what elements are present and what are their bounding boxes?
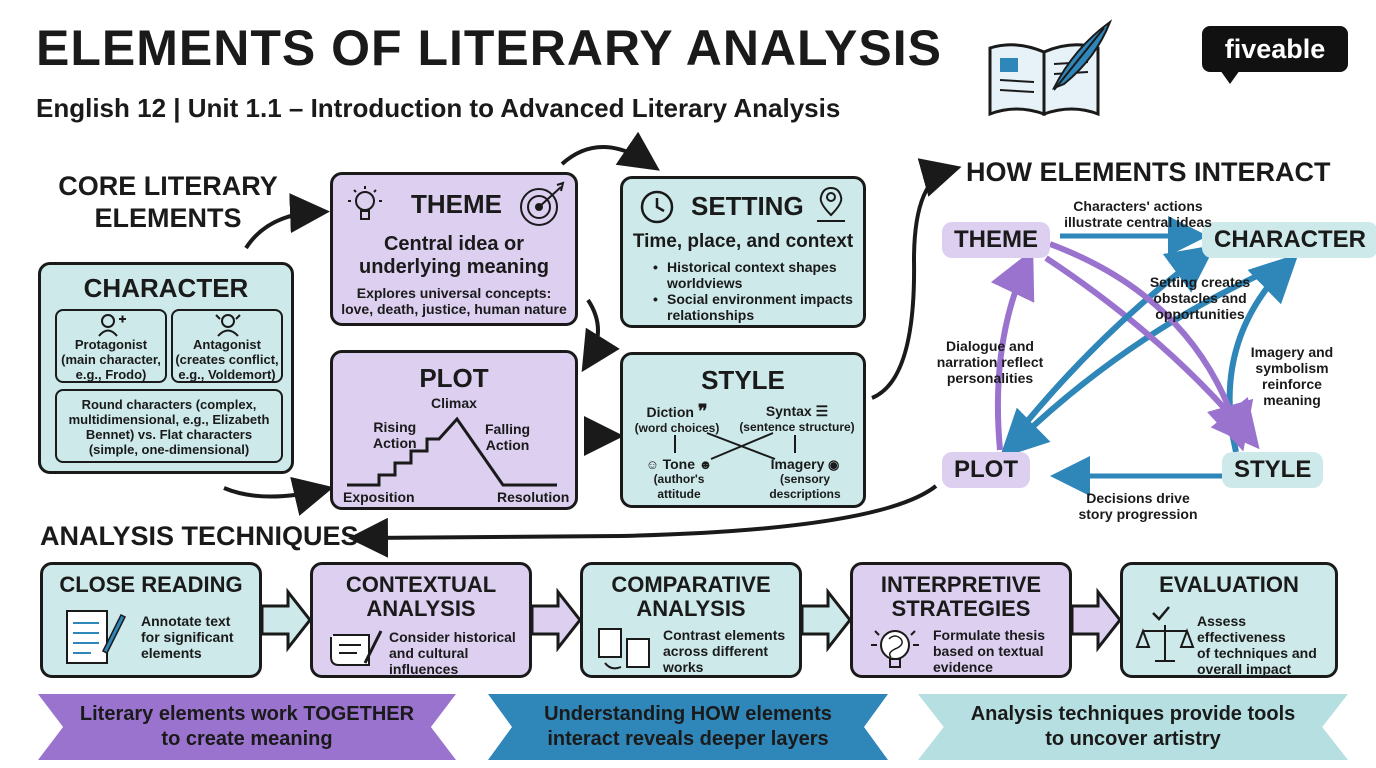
user-add-icon xyxy=(98,314,126,337)
scroll-icon xyxy=(330,630,383,666)
character-card[interactable]: CHARACTER Protagonist (main character, e… xyxy=(38,262,294,474)
style-title: STYLE xyxy=(701,365,785,395)
technique-title: EVALUATION xyxy=(1159,572,1299,597)
arrow-theme-to-plot xyxy=(581,298,620,373)
smile-icon: ☻ xyxy=(698,457,713,472)
arrow-style-to-interact xyxy=(871,158,962,400)
clock-icon xyxy=(640,190,674,224)
interact-heading: HOW ELEMENTS INTERACT xyxy=(966,157,1331,187)
eye-icon: ◉ xyxy=(827,457,840,472)
arrow-tech-4-5 xyxy=(1070,587,1122,653)
arrow-character-to-plot xyxy=(223,476,334,516)
setting-card[interactable]: SETTING Time, place, and context •Histor… xyxy=(620,176,866,328)
setting-main: Time, place, and context xyxy=(632,231,854,252)
theme-title: THEME xyxy=(411,189,502,219)
brain-bulb-icon xyxy=(871,630,919,668)
arrow-character-to-style-purple xyxy=(1048,241,1254,452)
interact-node-plot[interactable]: PLOT xyxy=(942,452,1030,488)
style-syntax: Syntax ☰ (sentence structure) xyxy=(739,403,855,434)
arrow-character-to-plot-blue xyxy=(999,259,1290,459)
theme-detail: Explores universal concepts: love, death… xyxy=(341,285,567,317)
analysis-heading: ANALYSIS TECHNIQUES xyxy=(40,521,359,551)
style-card[interactable]: STYLE Diction ❞ (word choices) Syntax ☰ … xyxy=(620,352,866,508)
round-flat-box: Round characters (complex, multidimensio… xyxy=(55,389,283,463)
style-connector-lines xyxy=(674,432,796,460)
open-book-quill-icon xyxy=(984,18,1114,122)
theme-main: Central idea or underlying meaning xyxy=(358,233,550,278)
location-pin-icon xyxy=(817,186,845,222)
arrow-tech-2-3 xyxy=(530,587,582,653)
interact-node-theme[interactable]: THEME xyxy=(942,222,1050,258)
arrow-theme-to-setting xyxy=(560,131,660,171)
arrow-plot-to-character-blue xyxy=(1009,244,1216,442)
quote-icon: ❞ xyxy=(697,401,708,421)
theme-card[interactable]: THEME Central idea or underlying meaning… xyxy=(330,172,578,326)
lightbulb-icon xyxy=(348,186,382,220)
lines-icon: ☰ xyxy=(815,403,829,419)
angry-person-icon xyxy=(215,314,241,337)
character-title: CHARACTER xyxy=(83,273,249,303)
protagonist-box: Protagonist (main character, e.g., Frodo… xyxy=(55,309,167,383)
plot-resolution: Resolution xyxy=(497,489,570,505)
plot-exposition: Exposition xyxy=(343,489,415,505)
technique-title: CLOSE READING xyxy=(59,572,243,597)
arrow-tech-3-4 xyxy=(800,587,852,653)
arrow-interact-to-analysis xyxy=(348,484,938,558)
setting-title: SETTING xyxy=(691,191,804,221)
plot-climax: Climax xyxy=(431,395,477,411)
interact-node-character[interactable]: CHARACTER xyxy=(1202,222,1376,258)
plot-diagram xyxy=(347,416,557,487)
antagonist-box: Antagonist (creates conflict, e.g., Vold… xyxy=(171,309,283,383)
plot-title: PLOT xyxy=(419,363,489,393)
arrow-plot-to-theme-purple xyxy=(990,249,1035,451)
arrow-core-to-theme xyxy=(244,193,330,250)
scales-icon xyxy=(1135,606,1195,662)
fiveable-logo[interactable]: fiveable xyxy=(1202,26,1348,84)
core-elements-heading: CORE LITERARY ELEMENTS xyxy=(58,171,278,233)
target-icon xyxy=(520,181,565,226)
style-diction: Diction ❞ (word choices) xyxy=(634,401,720,435)
style-imagery: Imagery ◉ (sensory descriptions xyxy=(769,456,841,502)
books-compare-icon xyxy=(598,628,650,670)
annotate-icon xyxy=(66,610,127,664)
style-tone: ☺ Tone ☻ (author's attitude xyxy=(645,456,713,502)
page-title: ELEMENTS OF LITERARY ANALYSIS xyxy=(36,20,942,76)
arrow-tech-1-2 xyxy=(260,587,312,653)
face-icon: ☺ xyxy=(645,457,659,472)
page-subtitle: English 12 | Unit 1.1 – Introduction to … xyxy=(36,93,841,123)
interact-node-style[interactable]: STYLE xyxy=(1222,452,1324,488)
